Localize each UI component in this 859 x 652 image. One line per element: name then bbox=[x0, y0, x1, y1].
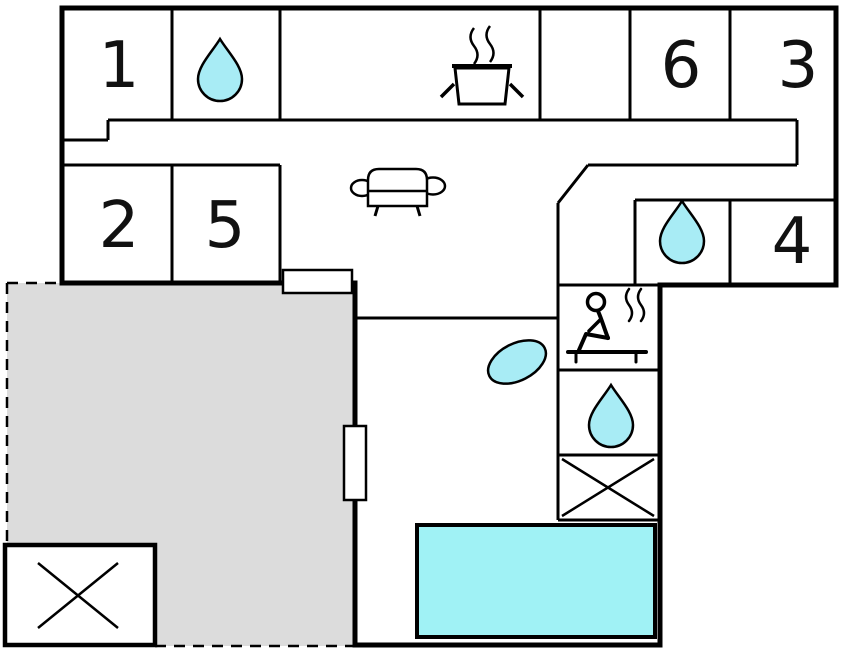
sauna-icon bbox=[566, 287, 648, 364]
water-drop-icon bbox=[587, 382, 635, 449]
room-label-1: 1 bbox=[99, 29, 140, 103]
door-marker bbox=[342, 424, 368, 502]
swimming-pool bbox=[415, 523, 657, 639]
door-marker bbox=[281, 268, 354, 295]
storage-box bbox=[2, 542, 158, 648]
outer-walls bbox=[59, 5, 839, 648]
stove-icon bbox=[439, 25, 525, 106]
room-label-4: 4 bbox=[772, 205, 813, 279]
water-drop-icon bbox=[196, 36, 244, 103]
room-label-5: 5 bbox=[205, 189, 246, 263]
bathtub-icon bbox=[486, 339, 548, 385]
interior-walls bbox=[62, 8, 836, 522]
room-label-2: 2 bbox=[99, 189, 140, 263]
sofa-icon bbox=[349, 167, 447, 217]
room-label-3: 3 bbox=[778, 29, 819, 103]
water-drop-icon bbox=[658, 198, 706, 265]
room-label-6: 6 bbox=[661, 29, 702, 103]
terrace-dashed-border bbox=[5, 281, 355, 648]
cross-icon bbox=[561, 457, 655, 518]
cross-icon bbox=[37, 562, 119, 629]
